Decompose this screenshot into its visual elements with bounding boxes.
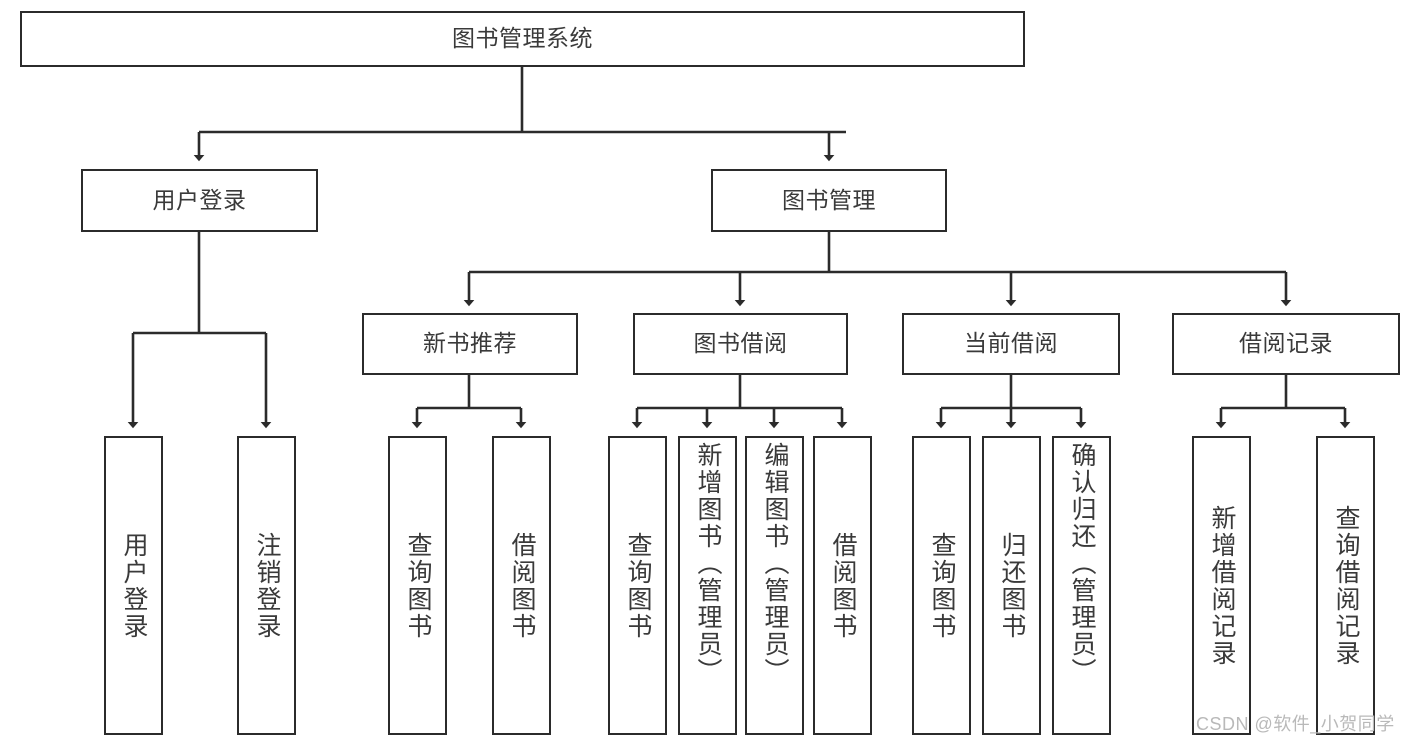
leaf-label: 借阅图书 — [508, 531, 536, 640]
leaf-label: 用户登录 — [120, 531, 148, 640]
leaf-label: 注销登录 — [253, 531, 281, 640]
node-book-borrow[interactable]: 图书借阅 — [633, 313, 848, 375]
node-new-book-recommend-label: 新书推荐 — [423, 330, 517, 357]
leaf-user-login-signout[interactable]: 注销登录 — [237, 436, 296, 735]
leaf-current-borrow-query[interactable]: 查询图书 — [912, 436, 971, 735]
leaf-borrow-record-add[interactable]: 新增借阅记录 — [1192, 436, 1251, 735]
leaf-label: 确认归还（管理员） — [1068, 442, 1096, 685]
leaf-label: 新增借阅记录 — [1208, 504, 1236, 667]
leaf-label: 新增图书（管理员） — [694, 442, 722, 685]
leaf-new-book-borrow[interactable]: 借阅图书 — [492, 436, 551, 735]
leaf-book-borrow-add[interactable]: 新增图书（管理员） — [678, 436, 737, 735]
leaf-label: 查询图书 — [404, 531, 432, 640]
leaf-book-borrow-lend[interactable]: 借阅图书 — [813, 436, 872, 735]
leaf-label: 归还图书 — [998, 531, 1026, 640]
node-book-management[interactable]: 图书管理 — [711, 169, 947, 232]
node-new-book-recommend[interactable]: 新书推荐 — [362, 313, 578, 375]
leaf-label: 查询借阅记录 — [1332, 504, 1360, 667]
leaf-current-borrow-confirm[interactable]: 确认归还（管理员） — [1052, 436, 1111, 735]
node-book-borrow-label: 图书借阅 — [693, 330, 788, 357]
leaf-label: 编辑图书（管理员） — [761, 442, 789, 685]
leaf-current-borrow-return[interactable]: 归还图书 — [982, 436, 1041, 735]
leaf-label: 借阅图书 — [829, 531, 857, 640]
node-borrow-record-label: 借阅记录 — [1239, 330, 1333, 357]
leaf-new-book-query[interactable]: 查询图书 — [388, 436, 447, 735]
node-book-management-label: 图书管理 — [782, 186, 876, 213]
leaf-label: 查询图书 — [928, 531, 956, 640]
node-current-borrow[interactable]: 当前借阅 — [902, 313, 1120, 375]
leaf-borrow-record-query[interactable]: 查询借阅记录 — [1316, 436, 1375, 735]
node-borrow-record[interactable]: 借阅记录 — [1172, 313, 1400, 375]
node-root-label: 图书管理系统 — [452, 25, 593, 52]
watermark-text: CSDN @软件_小贺同学 — [1196, 714, 1395, 734]
leaf-label: 查询图书 — [624, 531, 652, 640]
leaf-book-borrow-query[interactable]: 查询图书 — [608, 436, 667, 735]
node-current-borrow-label: 当前借阅 — [964, 330, 1058, 357]
leaf-user-login-signin[interactable]: 用户登录 — [104, 436, 163, 735]
node-root[interactable]: 图书管理系统 — [20, 11, 1025, 67]
leaf-book-borrow-edit[interactable]: 编辑图书（管理员） — [745, 436, 804, 735]
node-user-login[interactable]: 用户登录 — [81, 169, 318, 232]
node-user-login-label: 用户登录 — [152, 186, 247, 213]
